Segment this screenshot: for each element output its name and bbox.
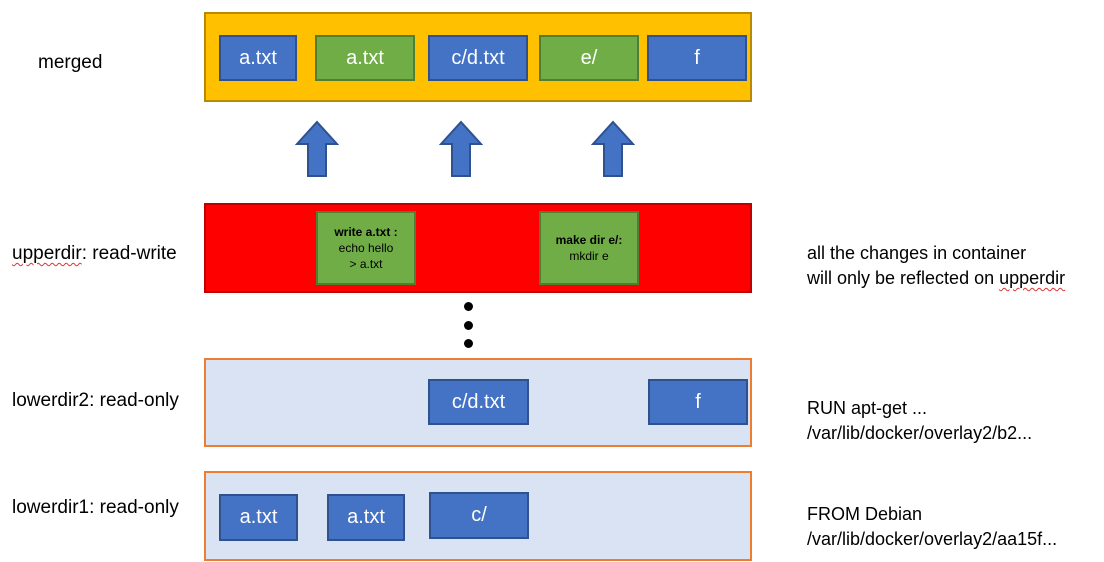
lowerdir1-item-c-dir: c/ — [429, 492, 529, 539]
up-arrow-icon — [591, 120, 635, 177]
ellipsis-dot — [464, 321, 473, 330]
lowerdir2-item-f: f — [648, 379, 748, 425]
lowerdir2-description-path: /var/lib/docker/overlay2/b2... — [807, 423, 1033, 443]
lowerdir1-label: lowerdir1: read-only — [12, 497, 179, 518]
note-title: write a.txt : — [334, 225, 398, 239]
lowerdir2-label: lowerdir2: read-only — [12, 390, 179, 411]
upperdir-label-mode: : read-write — [81, 243, 177, 264]
upperdir-description-line2: will only be reflected on upperdir — [807, 266, 1065, 291]
lowerdir1-item-a-txt: a.txt — [327, 494, 405, 541]
merged-label: merged — [38, 52, 103, 73]
up-arrow-icon — [439, 120, 483, 177]
ellipsis-dot — [464, 302, 473, 311]
upperdir-label: upperdir: read-write — [12, 243, 177, 265]
merged-item-c-d-txt: c/d.txt — [428, 35, 528, 81]
upperdir-layer — [204, 203, 752, 293]
upperdir-description-line1: all the changes in container — [807, 243, 1027, 263]
merged-item-a-txt-green: a.txt — [315, 35, 415, 81]
lowerdir2-description-command: RUN apt-get ... — [807, 398, 928, 418]
merged-item-e-dir: e/ — [539, 35, 639, 81]
upperdir-description-text: will only be reflected on — [807, 268, 1000, 288]
upperdir-description: all the changes in container will only b… — [807, 241, 1065, 291]
note-command: echo hello — [338, 241, 394, 255]
lowerdir2-description: RUN apt-get ... /var/lib/docker/overlay2… — [807, 396, 1032, 446]
lowerdir1-description-command: FROM Debian — [807, 504, 923, 524]
merged-item-a-txt-blue: a.txt — [219, 35, 297, 81]
upperdir-note-make-dir-e: make dir e/: mkdir e — [539, 211, 639, 285]
lowerdir2-item-c-d-txt: c/d.txt — [428, 379, 529, 425]
lowerdir1-description-path: /var/lib/docker/overlay2/aa15f... — [807, 529, 1058, 549]
upperdir-label-word: upperdir — [12, 243, 82, 264]
note-command: mkdir e — [569, 249, 609, 263]
lowerdir1-description: FROM Debian /var/lib/docker/overlay2/aa1… — [807, 502, 1057, 552]
ellipsis-dot — [464, 339, 473, 348]
lowerdir1-item-a-txt: a.txt — [219, 494, 298, 541]
upperdir-note-write-a-txt: write a.txt : echo hello > a.txt — [316, 211, 416, 285]
note-command-redirect: > a.txt — [349, 257, 383, 271]
upperdir-description-word: upperdir — [999, 268, 1066, 288]
note-title: make dir e/: — [555, 233, 623, 247]
up-arrow-icon — [295, 120, 339, 177]
merged-item-f: f — [647, 35, 747, 81]
